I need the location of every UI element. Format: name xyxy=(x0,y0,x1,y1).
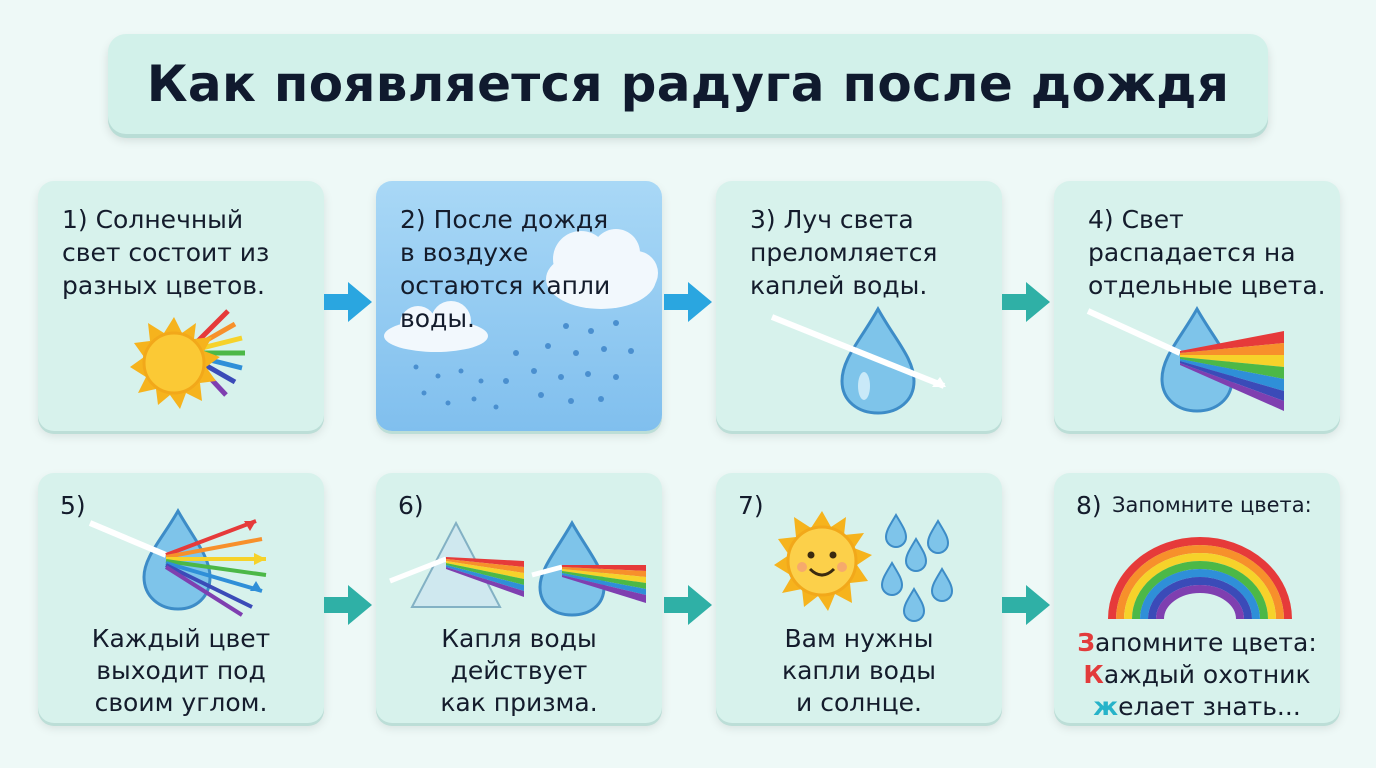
smiling-sun-icon xyxy=(774,511,872,611)
sun-icon xyxy=(130,309,245,409)
arrow-right-icon xyxy=(1002,282,1050,322)
step-header-8: Запомните цвета: xyxy=(1112,493,1312,517)
arrow-right-icon xyxy=(664,585,712,625)
step-card-3: 3) Луч света преломляется каплей воды. xyxy=(716,181,1002,431)
color-rays-icon xyxy=(164,519,267,617)
raindrop-icon xyxy=(413,320,634,410)
step-number-6: 6) xyxy=(398,491,424,520)
mnemonic-line-2: Каждый охотник xyxy=(1083,660,1311,689)
arrow-right-icon xyxy=(324,585,372,625)
mnemonic-line-1: Запомните цвета: xyxy=(1077,628,1317,657)
rainbow-icon xyxy=(1108,537,1292,620)
light-ray-icon xyxy=(88,520,168,558)
step-number-7: 7) xyxy=(738,491,764,520)
step-card-2: 2) После дождя в воздухе остаются капли … xyxy=(376,181,662,431)
title-banner: Как появляется радуга после дождя xyxy=(108,34,1268,134)
step-text-6: Капля воды действует как призма. xyxy=(440,624,598,717)
step-text-1: 1) Солнечный свет состоит из разных цвет… xyxy=(62,205,270,300)
raindrop-icon xyxy=(880,513,954,623)
step-text-7: Вам нужны капли воды и солнце. xyxy=(782,624,936,717)
step-number-8: 8) xyxy=(1076,491,1102,520)
arrow-right-icon xyxy=(664,282,712,322)
arrow-right-icon xyxy=(1002,585,1050,625)
spectrum-icon xyxy=(1180,331,1284,411)
step-card-6: 6) Капля воды действует как призма. xyxy=(376,473,662,723)
step-card-7: 7) Вам нужны капли воды и солнце. xyxy=(716,473,1002,723)
page-title: Как появляется радуга после дождя xyxy=(146,55,1230,113)
step-text-3: 3) Луч света преломляется каплей воды. xyxy=(750,205,938,300)
mnemonic-line-3: желает знать... xyxy=(1093,692,1301,721)
step-text-2: 2) После дождя в воздухе остаются капли … xyxy=(400,205,611,333)
step-card-1: 1) Солнечный свет состоит из разных цвет… xyxy=(38,181,324,431)
step-card-8: 8) Запомните цвета: Запомните цвета: Каж… xyxy=(1054,473,1340,723)
drop-spectrum-icon xyxy=(562,565,646,603)
step-number-5: 5) xyxy=(60,491,86,520)
step-text-4: 4) Свет распадается на отдельные цвета. xyxy=(1088,205,1326,300)
light-ray-icon xyxy=(1086,308,1182,356)
arrow-right-icon xyxy=(324,282,372,322)
step-card-5: 5) Каждый цвет выходит под своим углом. xyxy=(38,473,324,723)
light-ray-icon xyxy=(770,314,946,389)
step-card-4: 4) Свет распадается на отдельные цвета. xyxy=(1054,181,1340,431)
prism-spectrum-icon xyxy=(446,557,524,597)
step-text-5: Каждый цвет выходит под своим углом. xyxy=(91,624,271,717)
rain-cloud-icon xyxy=(384,229,658,410)
mnemonic-text: Запомните цвета: Каждый охотник желает з… xyxy=(1054,627,1340,723)
